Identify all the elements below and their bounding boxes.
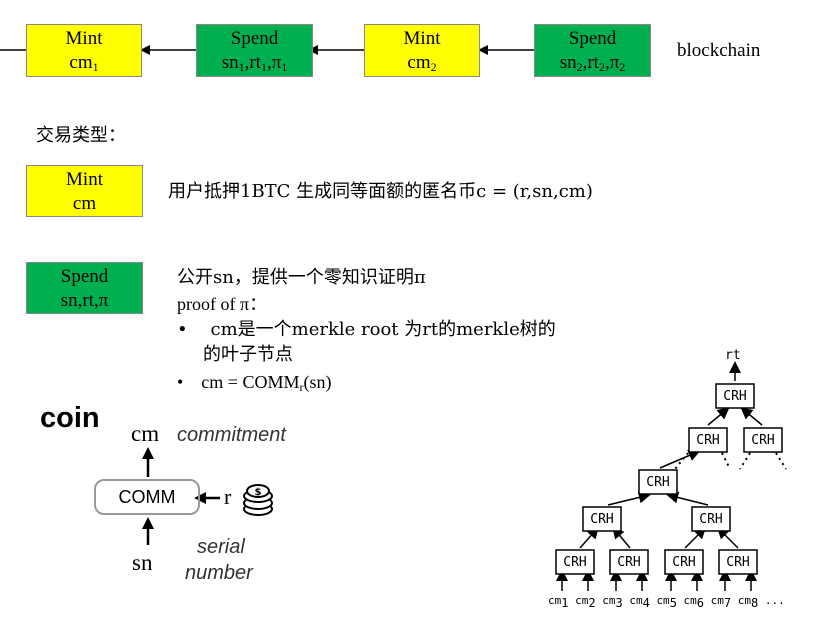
- coin-commitment: commitment: [177, 424, 286, 446]
- block-value: cm1: [69, 52, 99, 74]
- crh-node: CRH: [699, 512, 723, 527]
- chain-block-spend-1: Spend sn1,rt1,π1: [196, 24, 313, 77]
- crh-node: CRH: [751, 433, 775, 448]
- leaf: cm6: [683, 594, 705, 610]
- spend-line-1: 公开sn，提供一个零知识证明π: [177, 267, 426, 288]
- leaf: cm3: [602, 594, 623, 610]
- bullet-1-cont: 的叶子节点: [203, 344, 293, 365]
- bullet-1: • cm是一个merkle root 为rt的merkle树的: [177, 319, 556, 340]
- chain-block-mint-2: Mint cm2: [364, 24, 480, 77]
- coin-arrows: [142, 447, 220, 545]
- crh-node: CRH: [723, 389, 747, 404]
- chain-block-spend-2: Spend sn2,rt2,π2: [534, 24, 651, 77]
- leaf: cm7: [710, 594, 732, 610]
- leaf: cm2: [575, 594, 596, 610]
- crh-node: CRH: [563, 555, 587, 570]
- spend-line-2: proof of π：: [177, 294, 268, 314]
- spend-value: sn,rt,π: [60, 290, 109, 311]
- coin-r: r: [224, 484, 232, 509]
- leaf: cm8: [737, 594, 759, 610]
- leaf: cm5: [656, 594, 677, 610]
- block-title: Spend: [230, 28, 279, 49]
- block-title: Mint: [65, 28, 103, 49]
- merkle-tree: [555, 361, 787, 591]
- coin-serial: serial: [197, 536, 245, 558]
- bullet-2: • cm = COMMr(sn): [177, 372, 332, 394]
- coin-sn: sn: [132, 550, 153, 575]
- merkle-root-label: rt: [725, 348, 741, 363]
- chain-arrows: [0, 45, 534, 55]
- chain-block-mint-1: Mint cm1: [26, 24, 142, 77]
- block-value: sn2,rt2,π2: [559, 52, 626, 74]
- block-title: Mint: [403, 28, 441, 49]
- leaf-ellipsis: ...: [764, 594, 785, 607]
- mint-description: 用户抵押1BTC 生成同等面额的匿名币c = (r,sn,cm): [168, 181, 593, 202]
- merkle-leaves: cm1 cm2 cm3 cm4 cm5 cm6 cm7 cm8 ...: [548, 594, 785, 610]
- coin-title: coin: [40, 402, 100, 434]
- leaf: cm4: [629, 594, 650, 610]
- spend-box: Spend sn,rt,π: [26, 262, 143, 314]
- block-value: sn1,rt1,π1: [221, 52, 288, 74]
- block-value: cm2: [407, 52, 437, 74]
- crh-node: CRH: [646, 475, 670, 490]
- spend-title: Spend: [60, 266, 109, 287]
- crh-node: CRH: [590, 512, 614, 527]
- svg-text:$: $: [255, 487, 262, 498]
- blockchain-label: blockchain: [677, 40, 761, 61]
- types-heading: 交易类型：: [36, 125, 126, 146]
- block-title: Spend: [568, 28, 617, 49]
- leaf: cm1: [548, 594, 569, 610]
- mint-value: cm: [72, 193, 97, 214]
- coin-number: number: [185, 562, 253, 584]
- crh-node: CRH: [672, 555, 696, 570]
- crh-node: CRH: [617, 555, 641, 570]
- mint-title: Mint: [66, 169, 103, 190]
- crh-node: CRH: [696, 433, 720, 448]
- coins-icon: $: [243, 484, 273, 516]
- mint-box: Mint cm: [26, 165, 143, 217]
- comm-box: COMM: [94, 479, 200, 515]
- crh-node: CRH: [726, 555, 750, 570]
- coin-cm: cm: [131, 421, 160, 446]
